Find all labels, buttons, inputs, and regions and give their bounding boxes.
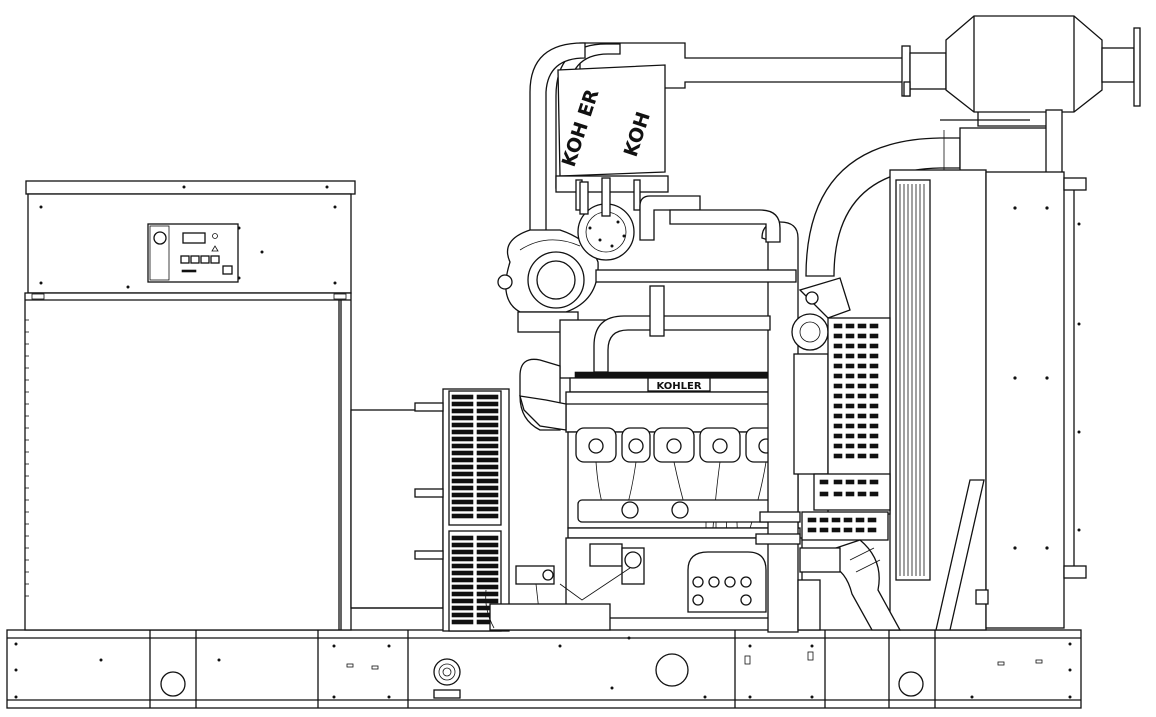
controller-display [182, 232, 206, 244]
engine-mount-left [489, 603, 611, 631]
controller-key-2[interactable] [190, 255, 200, 264]
controller-key-1[interactable] [180, 255, 190, 264]
turbocharger [497, 203, 635, 333]
fuel-fill-cap [433, 658, 461, 686]
oil-filter-bracket [515, 565, 555, 585]
cylinder-head [565, 391, 803, 433]
warning-triangle-icon [211, 245, 219, 252]
emergency-stop-button[interactable] [153, 231, 167, 245]
upper-coolant-pipe [761, 221, 799, 633]
controller-key-3[interactable] [200, 255, 210, 264]
radiator-hose-upper [805, 109, 1063, 277]
base-skid [6, 629, 1082, 709]
controller-panel[interactable] [147, 223, 241, 283]
radiator [889, 169, 1087, 631]
base-label-plate [433, 689, 461, 699]
radiator-core-lines [899, 184, 925, 576]
exhaust-outlet-flange [1133, 27, 1141, 107]
air-cleaner-cover [557, 64, 666, 177]
controller-power-icon [222, 265, 233, 275]
starter-motor [589, 543, 623, 567]
muffler [945, 15, 1103, 113]
controller-logo-mark [181, 269, 197, 273]
lifting-hole-right [898, 671, 924, 697]
base-access-hole [655, 653, 689, 687]
lifting-hole-left [160, 671, 186, 697]
valve-cover-brand: KOHLER [656, 381, 701, 392]
valve-cover-badge [647, 377, 711, 392]
controller-key-4[interactable] [210, 255, 220, 264]
fan-guard-mesh [801, 317, 891, 541]
coolant-piping [519, 177, 801, 633]
alternator-louvers [25, 319, 29, 597]
charging-alternator [791, 277, 851, 475]
radiator-side-panel [985, 171, 1065, 629]
exhaust-manifold [575, 427, 787, 463]
radiator-hose-lower [797, 539, 902, 631]
engine-fan-grille [414, 388, 510, 632]
